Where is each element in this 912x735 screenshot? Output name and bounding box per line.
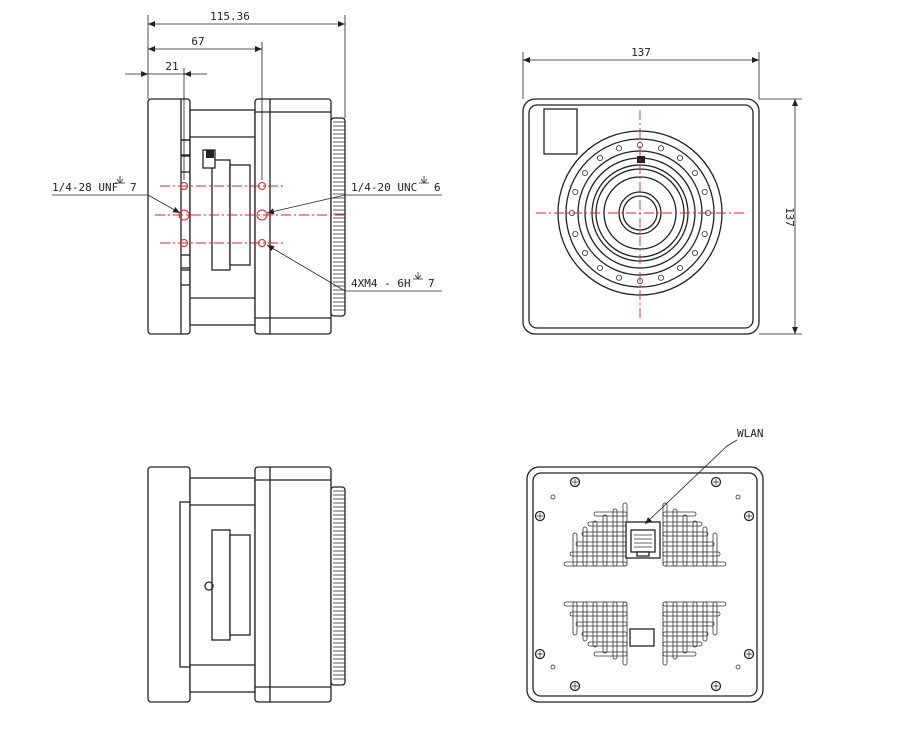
heatsink-fins — [333, 121, 345, 311]
screw-icon — [743, 510, 755, 522]
depth-symbol — [419, 176, 429, 184]
callout-tripod-front: 1/4-28 UNF — [52, 181, 118, 194]
depth-symbol — [115, 176, 125, 184]
callout-screw-holes: 4XM4 - 6H — [351, 277, 411, 290]
callout-tripod-side: 1/4-20 UNC — [351, 181, 417, 194]
screw-icon — [534, 510, 546, 522]
side-view: 115.36 67 21 1/4-28 UNF 7 1/4-20 UNC 6 — [52, 10, 442, 335]
depth-symbol — [413, 272, 423, 280]
ethernet-port-icon — [625, 521, 661, 559]
mount-screw-holes — [569, 141, 712, 284]
front-slots — [181, 139, 190, 286]
callout-tripod-side-depth: 6 — [434, 181, 441, 194]
dim-overall-depth: 115.36 — [210, 10, 250, 23]
screw-icon — [534, 648, 546, 660]
side-view-alt — [147, 466, 346, 703]
screw-icon — [743, 648, 755, 660]
dim-front-offset: 21 — [165, 60, 178, 73]
dim-height: 137 — [783, 207, 796, 227]
rear-view: WLAN — [526, 427, 764, 703]
callout-screw-holes-depth: 7 — [428, 277, 435, 290]
rear-heatsink-grid — [563, 502, 727, 666]
dim-mount-offset: 67 — [191, 35, 204, 48]
screw-icon — [710, 680, 722, 692]
callout-network-port: WLAN — [737, 427, 764, 440]
status-led-window — [629, 628, 655, 647]
rear-screws — [534, 476, 755, 692]
callout-tripod-front-depth: 7 — [130, 181, 137, 194]
heatsink-fins — [333, 490, 345, 680]
dim-width: 137 — [631, 46, 651, 59]
screw-icon — [569, 680, 581, 692]
front-view: 137 137 — [522, 46, 802, 335]
screw-icon — [569, 476, 581, 488]
screw-icon — [710, 476, 722, 488]
